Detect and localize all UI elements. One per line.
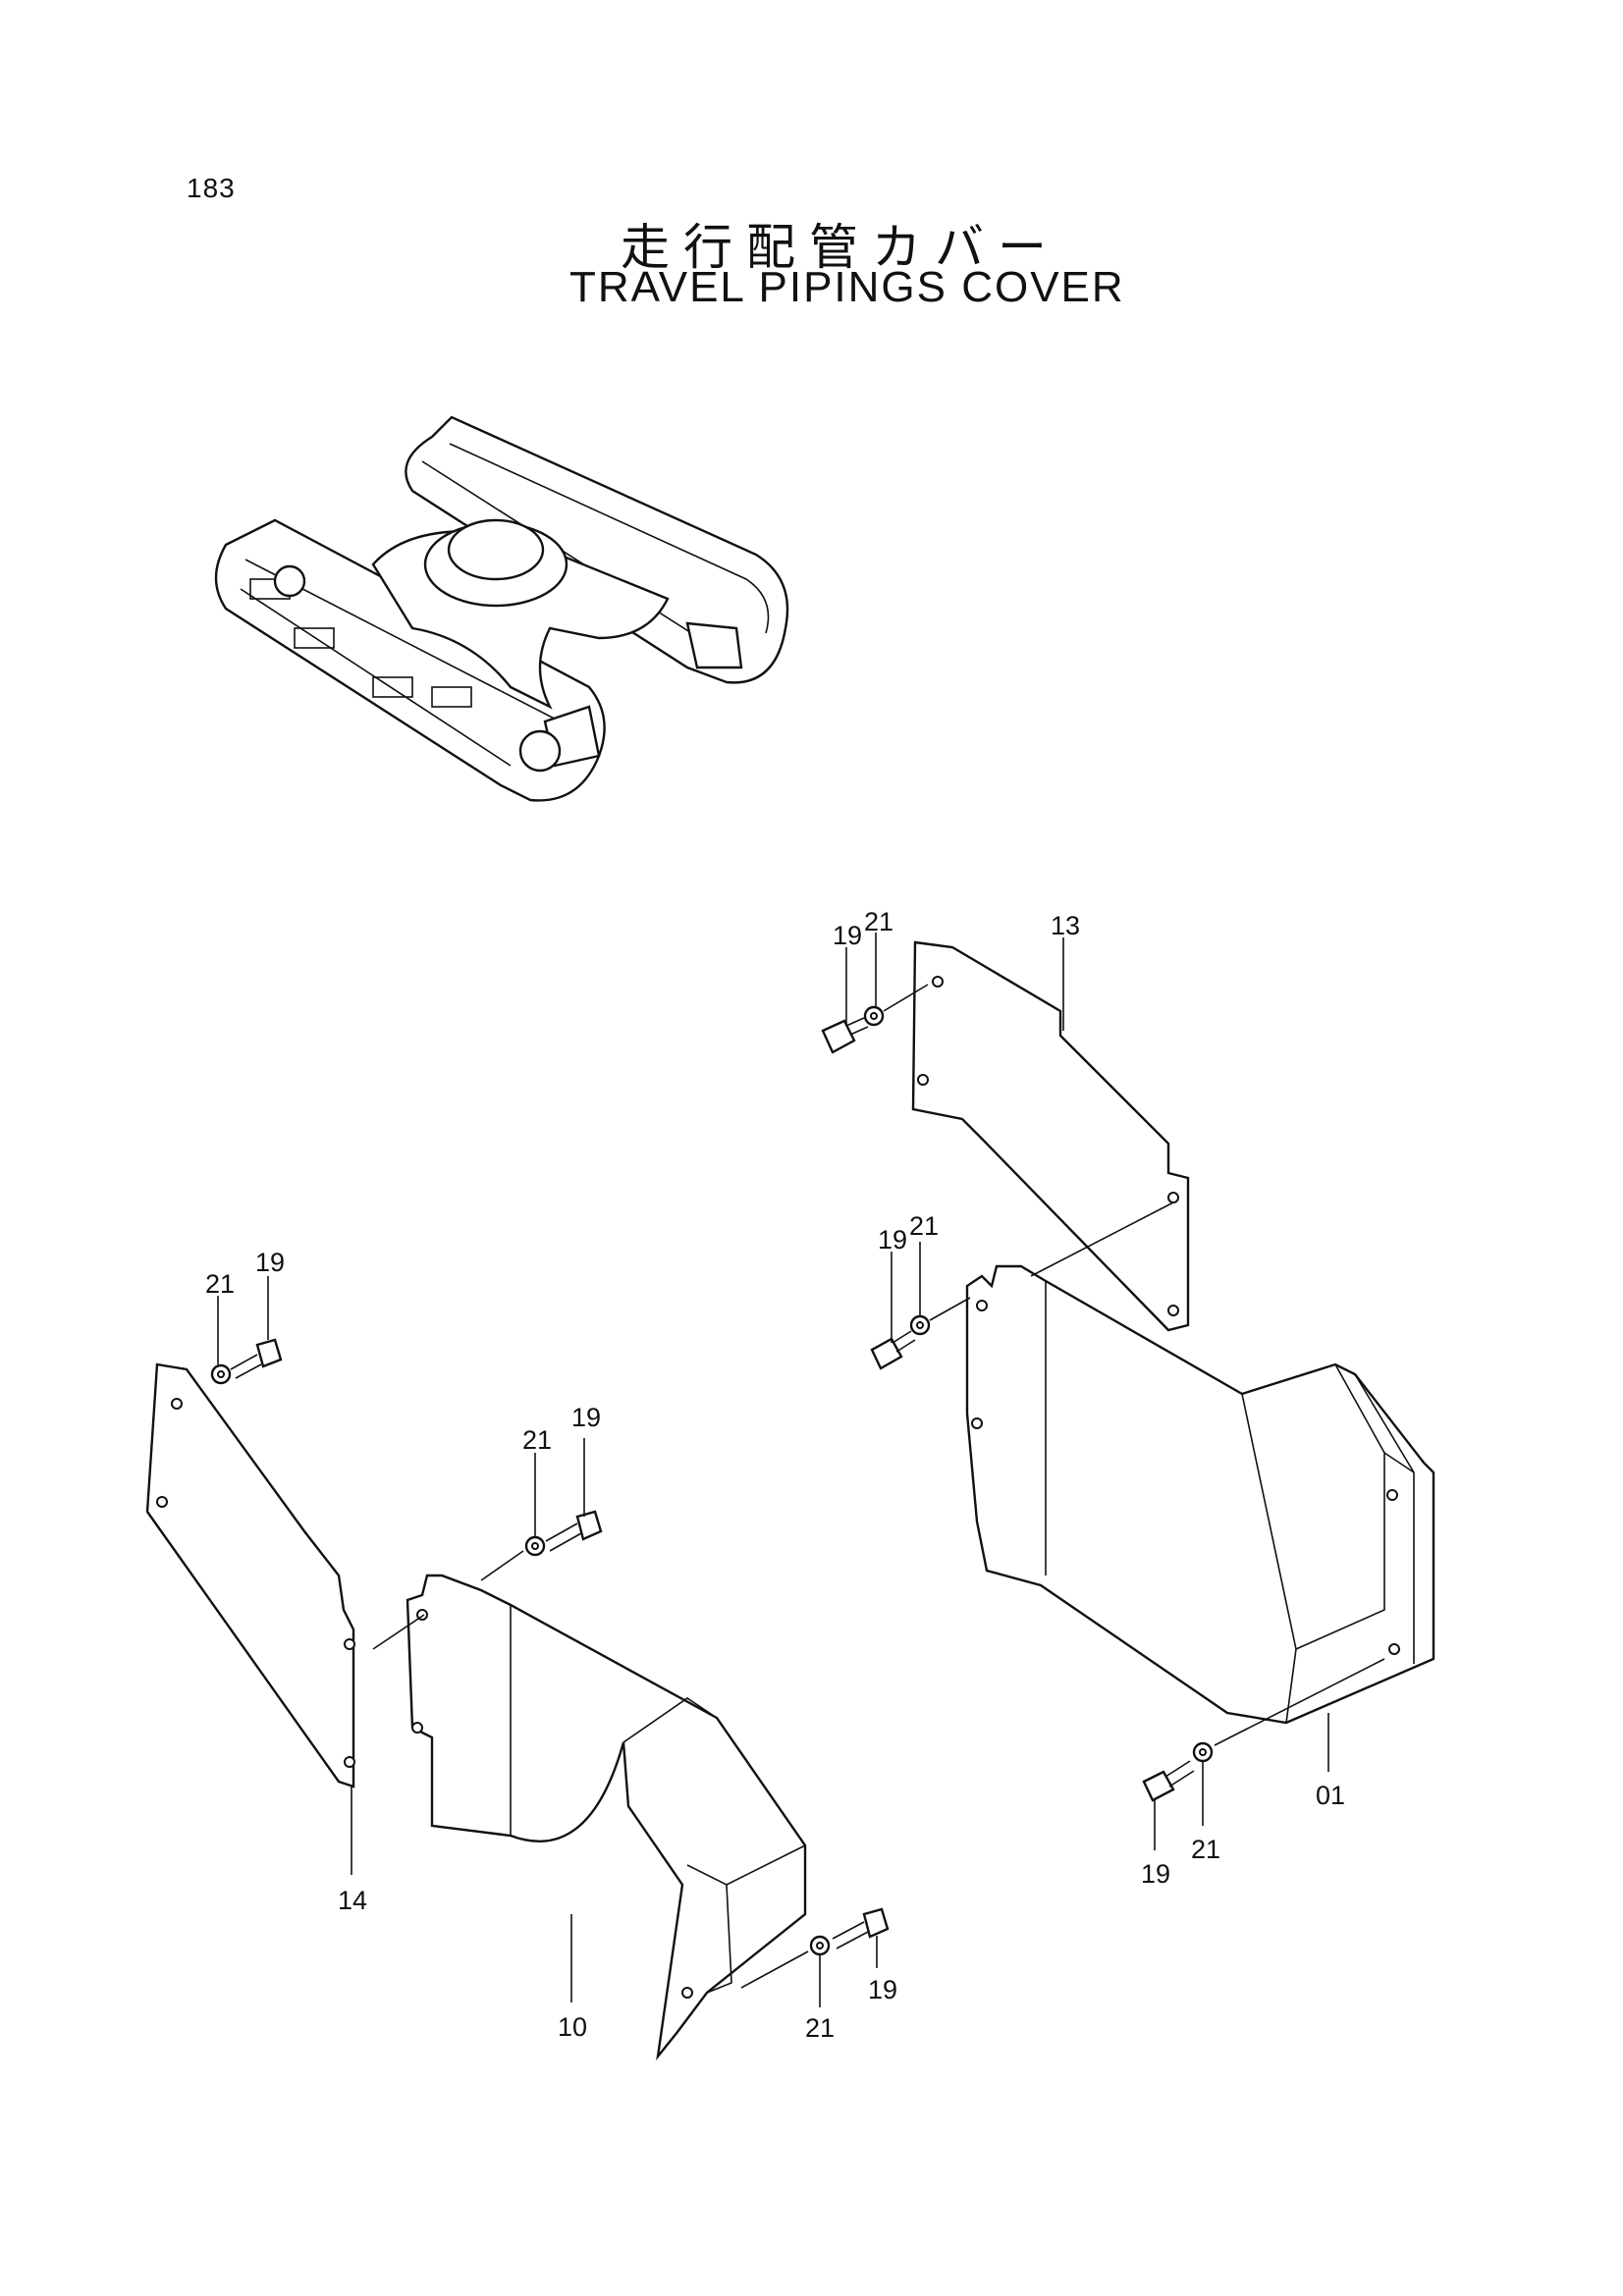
callout-14: 14 <box>338 1886 367 1915</box>
callout-labels: 13 19 21 19 21 21 19 21 19 14 10 21 19 0… <box>205 907 1345 2043</box>
callout-21-bottom: 21 <box>805 2013 835 2043</box>
callout-10: 10 <box>558 2012 587 2042</box>
callout-21-right: 21 <box>1191 1835 1220 1864</box>
callout-19-bottom: 19 <box>868 1975 897 2004</box>
undercarriage-illustration <box>214 415 789 802</box>
part-10-cover <box>406 1574 807 2061</box>
callout-21-top: 21 <box>864 907 893 936</box>
part-01-cover <box>965 1264 1435 1725</box>
bolt-washer-center <box>372 1510 603 1650</box>
front-track <box>214 518 606 802</box>
callout-19-center: 19 <box>571 1403 601 1432</box>
callout-19-top: 19 <box>833 921 862 950</box>
callout-13: 13 <box>1051 911 1080 940</box>
callout-19-mid: 19 <box>878 1225 907 1255</box>
callout-19-right: 19 <box>1141 1859 1170 1889</box>
leader-lines <box>217 933 1329 2007</box>
callout-21-left: 21 <box>205 1269 235 1299</box>
rear-track <box>405 415 789 684</box>
callout-01: 01 <box>1316 1781 1345 1810</box>
title-english: TRAVEL PIPINGS COVER <box>569 263 1125 311</box>
bolt-washer-top <box>821 984 929 1054</box>
bolt-washer-right <box>1142 1658 1385 1802</box>
callout-19-left: 19 <box>255 1248 285 1277</box>
callout-21-mid: 21 <box>909 1211 939 1241</box>
part-13-cover-plate <box>911 940 1190 1332</box>
callout-21-center: 21 <box>522 1425 552 1455</box>
page-number: 183 <box>187 173 236 203</box>
part-14-cover-plate <box>145 1362 355 1789</box>
bolt-washer-left <box>210 1338 283 1385</box>
title-japanese: 走行配管カバー <box>621 219 1060 276</box>
bolt-washer-bottom <box>740 1907 890 1989</box>
bolt-washer-mid <box>870 1201 1174 1370</box>
